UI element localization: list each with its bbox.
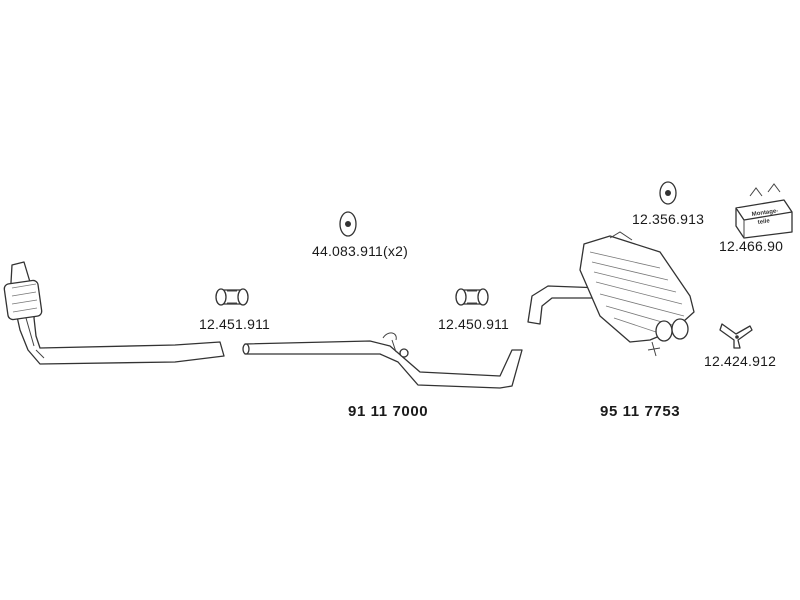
rubber-hanger-rear[interactable] [659, 181, 677, 205]
label-hanger-rear: 12.356.913 [632, 211, 705, 227]
label-rear-silencer: 95 11 7753 [600, 403, 681, 420]
label-mounting-kit: 12.466.90 [719, 238, 784, 254]
label-rear-bracket: 12.424.912 [704, 353, 777, 369]
mounting-kit-box-text-1: Montage- [751, 208, 778, 218]
rubber-hanger-middle[interactable] [339, 211, 357, 237]
clamp-middle[interactable] [455, 288, 489, 306]
middle-pipe[interactable] [242, 332, 523, 389]
label-clamp-front: 12.451.911 [199, 316, 271, 332]
clamp-front[interactable] [215, 288, 249, 306]
mounting-kit-box[interactable]: Montage- teile [735, 183, 793, 239]
front-pipe-catalyst[interactable] [3, 261, 225, 365]
label-hanger-middle: 44.083.911(x2) [312, 243, 408, 259]
rear-bracket[interactable] [719, 323, 753, 349]
label-clamp-middle: 12.450.911 [438, 316, 510, 332]
label-middle-pipe: 91 11 7000 [348, 403, 429, 420]
rear-silencer[interactable] [527, 231, 695, 357]
mounting-kit-box-text-2: teile [757, 218, 770, 226]
